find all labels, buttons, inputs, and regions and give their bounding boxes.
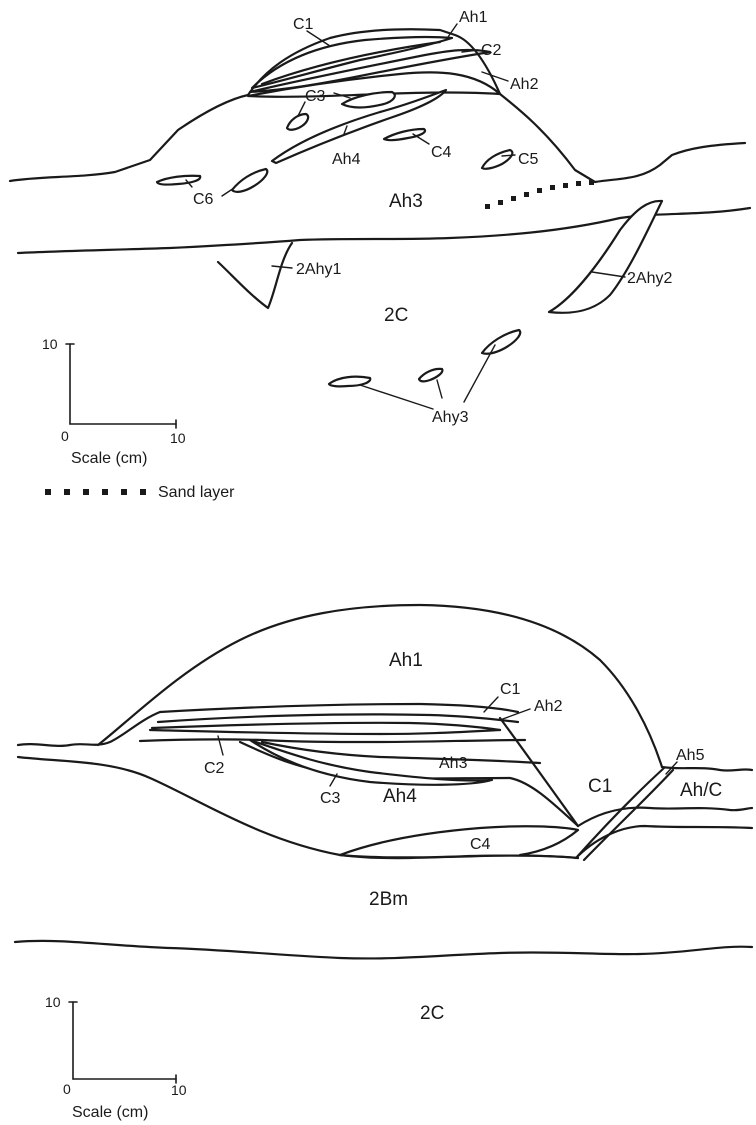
bottom-right-surface-line — [662, 767, 752, 771]
bottom-label-c2: C2 — [204, 760, 225, 777]
bottom-label-ah3: Ah3 — [439, 755, 468, 772]
bottom-ah2-line — [152, 723, 500, 730]
sand-layer-legend-label: Sand layer — [158, 484, 235, 501]
bottom-scale-label: Scale (cm) — [72, 1104, 148, 1121]
sand-layer-legend: Sand layer — [45, 484, 235, 501]
bottom-2bm-lower-boundary — [15, 941, 752, 959]
top-scale-tick-right: 10 — [170, 430, 186, 446]
bottom-label-2bm: 2Bm — [369, 889, 408, 910]
bottom-label-ah4: Ah4 — [383, 786, 417, 807]
bottom-c1-big-boundary — [500, 718, 578, 826]
top-label-c2: C2 — [481, 42, 502, 59]
bottom-c2-upper-line — [150, 730, 500, 734]
bottom-label-ah-c: Ah/C — [680, 780, 722, 801]
bottom-label-ah2: Ah2 — [534, 698, 563, 715]
bottom-ah1-lower-boundary — [160, 704, 518, 712]
bottom-c2-lower-line — [140, 739, 525, 742]
top-label-c4: C4 — [431, 144, 452, 161]
top-label-c5: C5 — [518, 151, 539, 168]
bottom-label-2c: 2C — [420, 1003, 444, 1024]
bottom-c1-small-lens-line — [158, 714, 518, 722]
top-ahy3-lens-c — [482, 330, 520, 354]
top-leader-lines — [186, 24, 625, 409]
top-c6-lens-b — [232, 169, 267, 192]
bottom-left-surface-line — [18, 712, 160, 746]
top-label-2ahy1: 2Ahy1 — [296, 261, 341, 278]
bottom-scale-tick-right: 10 — [171, 1082, 187, 1098]
top-label-ah4: Ah4 — [332, 151, 361, 168]
top-scale-tick-origin: 0 — [61, 428, 69, 444]
top-scale-tick-top: 10 — [42, 336, 58, 352]
top-label-ah2: Ah2 — [510, 76, 539, 93]
bottom-scale-tick-top: 10 — [45, 994, 61, 1010]
top-label-ahy3: Ahy3 — [432, 409, 469, 426]
top-ahy3-lens-b — [419, 369, 442, 382]
bottom-ah4-upper-boundary — [18, 757, 578, 858]
bottom-label-c3: C3 — [320, 790, 341, 807]
top-label-ah1: Ah1 — [459, 9, 488, 26]
bottom-ah-c-upper-line — [578, 808, 752, 826]
top-label-c6: C6 — [193, 191, 214, 208]
top-label-2ahy2: 2Ahy2 — [627, 270, 672, 287]
bottom-label-c4: C4 — [470, 836, 491, 853]
top-2ahy2-tongue — [549, 201, 662, 313]
bottom-label-ah5: Ah5 — [676, 747, 705, 764]
top-c2-lens — [250, 50, 490, 92]
bottom-label-c1-big: C1 — [588, 776, 612, 797]
bottom-profile: Ah1 C1 Ah2 C2 Ah3 C3 C1 Ah5 Ah/C Ah4 C4 … — [15, 605, 752, 1121]
top-scale-bar: 10 0 10 Scale (cm) — [42, 336, 186, 467]
top-label-c1: C1 — [293, 16, 314, 33]
bottom-label-ah1: Ah1 — [389, 650, 423, 671]
bottom-c4-lens — [340, 826, 578, 855]
top-c5-lens — [482, 150, 512, 169]
top-c6-lens-a — [157, 176, 200, 185]
top-label-2c: 2C — [384, 305, 408, 326]
top-ahy3-lens-a — [329, 377, 370, 387]
top-sand-layer-dots — [485, 180, 594, 209]
bottom-label-c1-small: C1 — [500, 681, 521, 698]
top-label-ah3: Ah3 — [389, 191, 423, 212]
top-2ahy1-tongue — [218, 243, 292, 308]
bottom-scale-tick-origin: 0 — [63, 1081, 71, 1097]
top-profile: C1 Ah1 C2 Ah2 C3 Ah4 C4 C5 C6 Ah3 2Ahy1 … — [10, 9, 750, 501]
top-label-c3: C3 — [305, 88, 326, 105]
top-scale-label: Scale (cm) — [71, 450, 147, 467]
bottom-scale-bar: 10 0 10 Scale (cm) — [45, 994, 187, 1121]
